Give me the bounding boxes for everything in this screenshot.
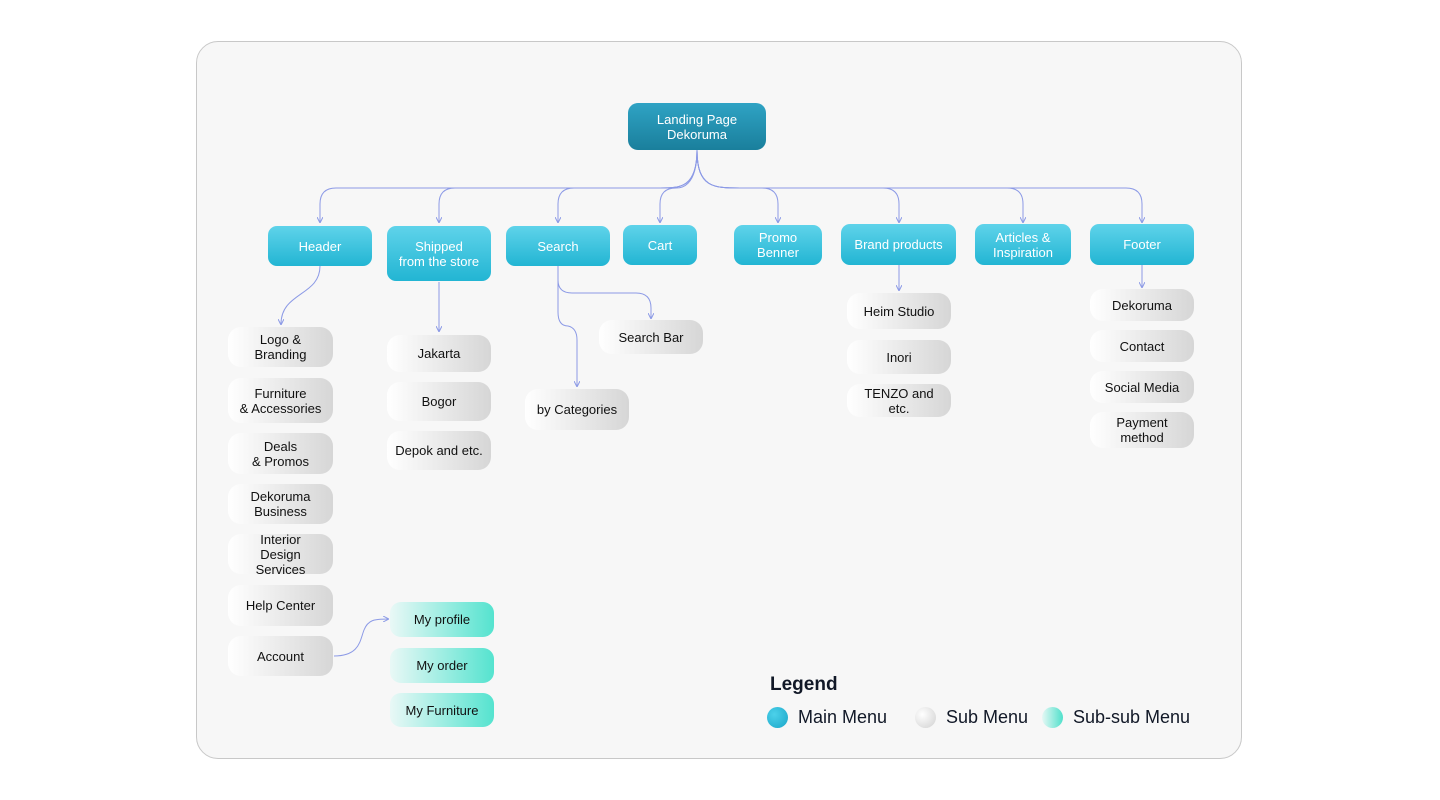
submenu-depok[interactable]: Depok and etc. — [387, 431, 491, 470]
submenu-inori[interactable]: Inori — [847, 340, 951, 374]
legend-label-main: Main Menu — [798, 706, 888, 727]
submenu-furniture-accessories[interactable]: Furniture & Accessories — [228, 378, 333, 423]
submenu-social-media[interactable]: Social Media — [1090, 371, 1194, 403]
legend-item-main: Main Menu — [767, 704, 887, 730]
submenu-search-bar[interactable]: Search Bar — [599, 320, 703, 354]
main-menu-articles[interactable]: Articles & Inspiration — [975, 224, 1071, 265]
main-menu-brand-products[interactable]: Brand products — [841, 224, 956, 265]
submenu-bogor[interactable]: Bogor — [387, 382, 491, 421]
main-menu-search[interactable]: Search — [506, 226, 610, 266]
sub-sub-menu-swatch-icon — [1042, 706, 1063, 728]
subsubmenu-my-order[interactable]: My order — [390, 648, 494, 683]
legend-item-subsub: Sub-sub Menu — [1042, 704, 1190, 730]
legend-label-subsub: Sub-sub Menu — [1073, 706, 1191, 727]
subsubmenu-my-profile[interactable]: My profile — [390, 602, 494, 637]
submenu-interior-design[interactable]: Interior Design Services — [228, 532, 333, 577]
main-menu-footer[interactable]: Footer — [1090, 224, 1194, 265]
legend-title: Legend — [770, 674, 838, 695]
legend-label-sub: Sub Menu — [946, 706, 1029, 727]
sub-menu-swatch-icon — [915, 706, 936, 728]
submenu-tenzo[interactable]: TENZO and etc. — [847, 384, 951, 417]
submenu-dekoruma-business[interactable]: Dekoruma Business — [228, 484, 333, 524]
submenu-by-categories[interactable]: by Categories — [525, 389, 629, 430]
submenu-heim-studio[interactable]: Heim Studio — [847, 293, 951, 329]
root-node-landing-page[interactable]: Landing Page Dekoruma — [628, 103, 766, 150]
main-menu-cart[interactable]: Cart — [623, 225, 697, 265]
submenu-jakarta[interactable]: Jakarta — [387, 335, 491, 372]
submenu-dekoruma[interactable]: Dekoruma — [1090, 289, 1194, 321]
main-menu-shipped[interactable]: Shipped from the store — [387, 226, 491, 281]
submenu-payment-method[interactable]: Payment method — [1090, 412, 1194, 448]
submenu-deals-promos[interactable]: Deals & Promos — [228, 433, 333, 474]
submenu-logo-branding[interactable]: Logo & Branding — [228, 327, 333, 367]
submenu-contact[interactable]: Contact — [1090, 330, 1194, 362]
main-menu-header[interactable]: Header — [268, 226, 372, 266]
legend-item-sub: Sub Menu — [915, 704, 1028, 730]
submenu-help-center[interactable]: Help Center — [228, 585, 333, 626]
submenu-account[interactable]: Account — [228, 636, 333, 676]
main-menu-swatch-icon — [767, 706, 788, 728]
main-menu-promo[interactable]: Promo Benner — [734, 225, 822, 265]
subsubmenu-my-furniture[interactable]: My Furniture — [390, 693, 494, 727]
